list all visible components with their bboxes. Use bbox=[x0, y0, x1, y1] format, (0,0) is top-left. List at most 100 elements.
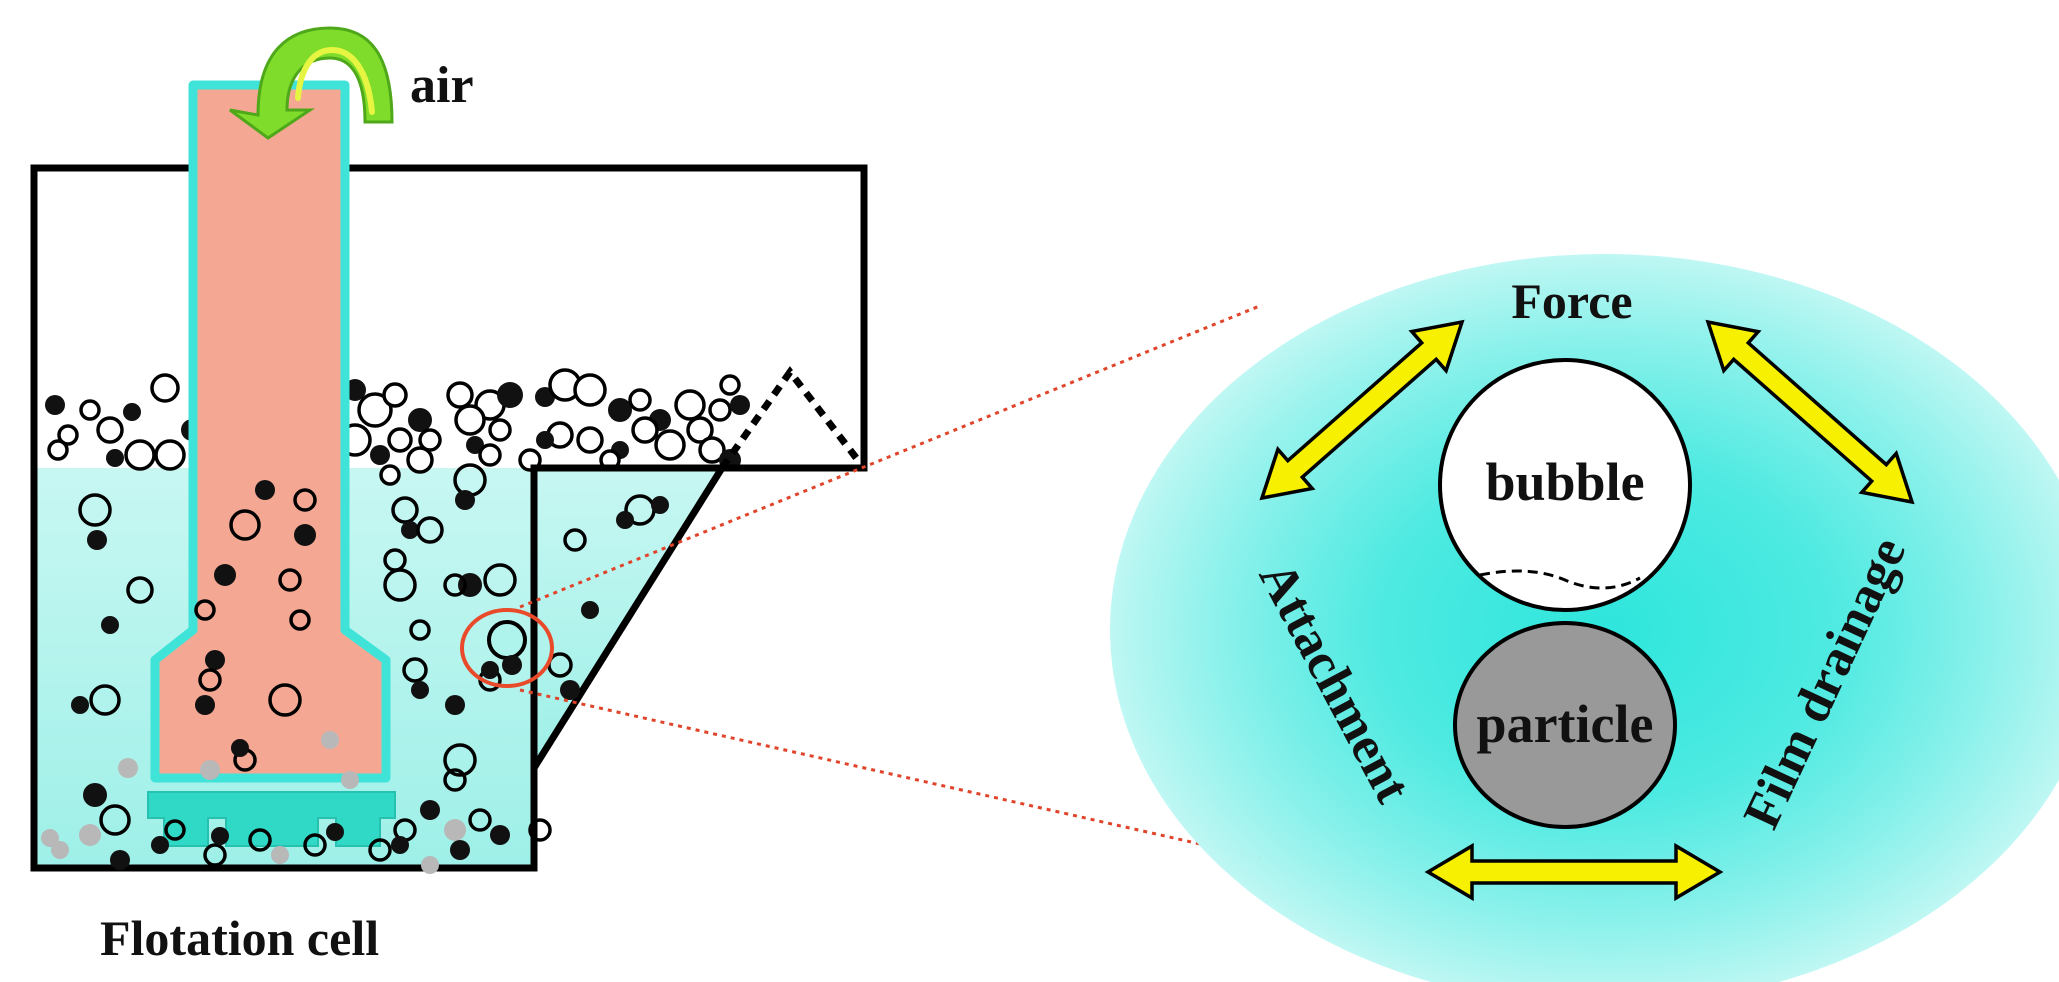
gray-particle bbox=[321, 731, 339, 749]
froth-bubble bbox=[150, 373, 180, 403]
suspended-bubble bbox=[78, 493, 112, 527]
zoom-line-top bbox=[519, 303, 1263, 609]
highlight-particle bbox=[502, 655, 522, 675]
impeller bbox=[147, 791, 396, 847]
froth-layer bbox=[45, 362, 750, 486]
froth-bubble bbox=[47, 439, 69, 461]
suspended-bubble bbox=[198, 668, 222, 692]
suspended-bubble bbox=[391, 496, 419, 524]
suspended-bubble bbox=[229, 509, 261, 541]
flotation-cell: air Flotation cell bbox=[30, 26, 868, 966]
froth-bubble bbox=[654, 429, 686, 461]
froth-particle bbox=[408, 408, 432, 432]
highlight-bubble bbox=[487, 620, 527, 660]
suspended-particle bbox=[490, 825, 510, 845]
film-deformation bbox=[1479, 569, 1641, 590]
froth-bubble bbox=[406, 446, 434, 474]
froth-particle bbox=[45, 395, 65, 415]
froth-bubble bbox=[418, 428, 442, 452]
gray-particle bbox=[341, 771, 359, 789]
bubble-particle-suspension bbox=[41, 463, 669, 874]
suspended-particle bbox=[401, 521, 419, 539]
froth-bubble bbox=[379, 464, 401, 486]
gray-particle bbox=[444, 819, 466, 841]
froth-particle bbox=[123, 403, 141, 421]
froth-bubble bbox=[573, 373, 607, 407]
suspended-bubble bbox=[248, 828, 272, 852]
curved-arrow-icon bbox=[229, 26, 394, 140]
suspended-particle bbox=[326, 823, 344, 841]
suspended-bubble bbox=[483, 563, 517, 597]
particle-ellipse bbox=[1453, 621, 1677, 829]
suspended-particle bbox=[214, 564, 236, 586]
froth-bubble bbox=[628, 388, 652, 412]
suspended-bubble bbox=[303, 833, 327, 857]
froth-bubble bbox=[446, 381, 474, 409]
bubble-circle bbox=[1438, 358, 1692, 612]
gray-particle bbox=[51, 841, 69, 859]
suspended-bubble bbox=[289, 609, 311, 631]
suspended-particle bbox=[71, 696, 89, 714]
suspended-particle bbox=[195, 695, 215, 715]
suspended-particle bbox=[445, 695, 465, 715]
suspended-particle bbox=[651, 496, 669, 514]
suspended-particle bbox=[211, 827, 229, 845]
suspended-particle bbox=[581, 601, 599, 619]
gray-particle bbox=[118, 758, 138, 778]
suspended-particle bbox=[420, 800, 440, 820]
suspended-bubble bbox=[383, 568, 417, 602]
suspended-bubble bbox=[563, 528, 587, 552]
suspended-particle bbox=[560, 680, 580, 700]
suspended-bubble bbox=[99, 804, 131, 836]
froth-bubble bbox=[708, 398, 732, 422]
froth-bubble bbox=[674, 389, 706, 421]
interaction-zoom: bubble particle Force Attachment Film dr… bbox=[1110, 254, 2059, 982]
suspended-particle bbox=[231, 739, 249, 757]
froth-bubble bbox=[488, 418, 512, 442]
suspended-particle bbox=[616, 511, 634, 529]
froth-bubble bbox=[96, 416, 124, 444]
froth-bubble bbox=[631, 416, 659, 444]
suspended-bubble bbox=[368, 838, 392, 862]
cell-label: Flotation cell bbox=[100, 910, 379, 966]
suspended-bubble bbox=[402, 657, 428, 683]
suspended-particle bbox=[151, 836, 169, 854]
suspended-bubble bbox=[528, 818, 552, 842]
suspended-bubble bbox=[268, 683, 302, 717]
suspended-bubble bbox=[194, 599, 216, 621]
suspended-particle bbox=[450, 840, 470, 860]
zoom-line-bottom bbox=[519, 688, 1263, 860]
particle-label: particle bbox=[1477, 694, 1654, 754]
suspended-particle bbox=[294, 524, 316, 546]
froth-bubble bbox=[478, 443, 502, 467]
froth-particle bbox=[370, 445, 390, 465]
double-headed-arrow-icon-right bbox=[1705, 319, 1915, 505]
froth-particle bbox=[536, 431, 554, 449]
suspended-bubble bbox=[443, 573, 467, 597]
gray-particle bbox=[271, 846, 289, 864]
suspended-bubble bbox=[443, 768, 467, 792]
froth-bubble bbox=[454, 404, 486, 436]
gray-particle bbox=[200, 760, 220, 780]
suspended-bubble bbox=[203, 843, 227, 867]
gray-particle bbox=[79, 824, 101, 846]
force-label: Force bbox=[1511, 273, 1632, 329]
suspended-bubble bbox=[278, 568, 302, 592]
double-headed-arrow-icon-left bbox=[1259, 319, 1465, 501]
froth-bubble bbox=[698, 436, 726, 464]
gray-particle bbox=[41, 829, 59, 847]
suspended-particle bbox=[87, 530, 107, 550]
froth-lip-dotted bbox=[719, 366, 867, 471]
suspended-bubble bbox=[409, 619, 431, 641]
suspended-bubble bbox=[293, 488, 317, 512]
froth-particle bbox=[497, 382, 523, 408]
highlight-circle bbox=[460, 608, 554, 688]
froth-bubble bbox=[154, 439, 186, 471]
suspended-particle bbox=[455, 490, 475, 510]
suspended-bubble bbox=[468, 808, 492, 832]
froth-particle bbox=[608, 398, 632, 422]
suspended-bubble bbox=[164, 819, 186, 841]
double-headed-arrow-icon-bottom bbox=[1424, 842, 1724, 902]
suspended-particle bbox=[83, 783, 107, 807]
